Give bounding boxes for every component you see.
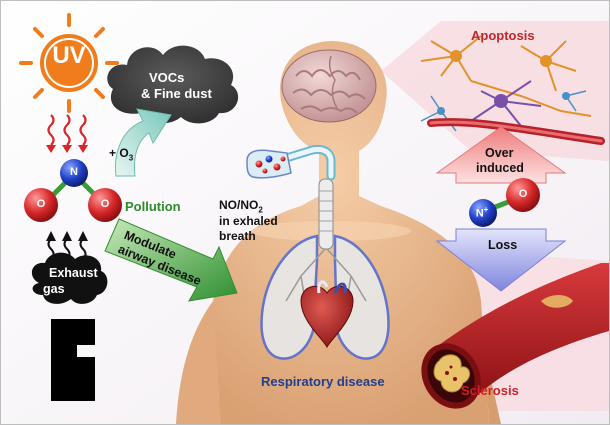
pollution-label: Pollution xyxy=(125,199,181,214)
nitrogen-atom xyxy=(60,159,88,187)
brain xyxy=(281,49,377,123)
exhaust-cloud-icon xyxy=(31,252,108,304)
n-radical-label: N+ xyxy=(472,205,492,220)
pollution-arrow xyxy=(114,108,172,177)
oxygen-atom-right xyxy=(88,188,122,222)
over-induced-arrow xyxy=(435,126,567,184)
exhaust-pipe-icon xyxy=(51,319,95,401)
no2-molecule xyxy=(24,159,122,222)
ozone-subscript: 3 xyxy=(128,153,134,163)
oxygen-left-label: O xyxy=(36,198,46,210)
oxygen-right-label: O xyxy=(100,198,110,210)
loss-label: Loss xyxy=(488,238,518,252)
ozone-label: + O3 xyxy=(109,147,133,163)
no-breath-label-text: NO/NO xyxy=(219,198,259,212)
vocs-label-line1: VOCs xyxy=(149,70,185,85)
no-breath-label-line1: NO/NO2 xyxy=(219,199,263,215)
uv-wave-arrowheads xyxy=(46,145,88,153)
exhaust-label-line1: Exhaust xyxy=(49,266,98,280)
ozone-label-text: + O xyxy=(109,146,129,160)
sun-icon xyxy=(19,13,119,113)
lungs xyxy=(260,234,390,360)
over-induced-label-line2: induced xyxy=(476,161,524,175)
no2-subscript: 2 xyxy=(258,205,263,215)
exhaled-breath-arrow xyxy=(246,144,336,181)
exhaust-label-line2: gas xyxy=(43,282,65,296)
uv-wave-arrows xyxy=(47,114,87,146)
vocs-label-line2: & Fine dust xyxy=(141,86,212,101)
n-radical-sup: + xyxy=(483,205,489,214)
vocs-cloud-icon xyxy=(107,45,239,124)
o-atom-label: O xyxy=(518,188,528,200)
exhaust-wave-arrowheads xyxy=(46,231,88,241)
no-breath-label-line2: in exhaled xyxy=(219,214,278,228)
apoptosis-label: Apoptosis xyxy=(471,28,535,43)
loss-arrow xyxy=(435,228,567,292)
over-induced-label-line1: Over xyxy=(485,146,514,160)
no-radical-molecule xyxy=(469,178,540,227)
neurons-icon xyxy=(420,35,605,145)
modulate-arrow xyxy=(104,218,238,302)
trachea xyxy=(318,178,334,250)
oxygen-atom-left xyxy=(24,188,58,222)
heart xyxy=(300,280,354,349)
blood-vessel-icon xyxy=(421,263,609,409)
respiratory-disease-label: Respiratory disease xyxy=(261,374,385,389)
nitrogen-atom-label: N xyxy=(70,166,78,178)
n-radical-letter: N xyxy=(475,207,484,220)
nitrogen-ion-atom xyxy=(469,199,497,227)
oxygen-atom xyxy=(506,178,540,212)
sclerosis-label: Sclerosis xyxy=(461,383,519,398)
uv-label: UV xyxy=(52,42,86,69)
no-breath-label-line3: breath xyxy=(219,229,256,243)
